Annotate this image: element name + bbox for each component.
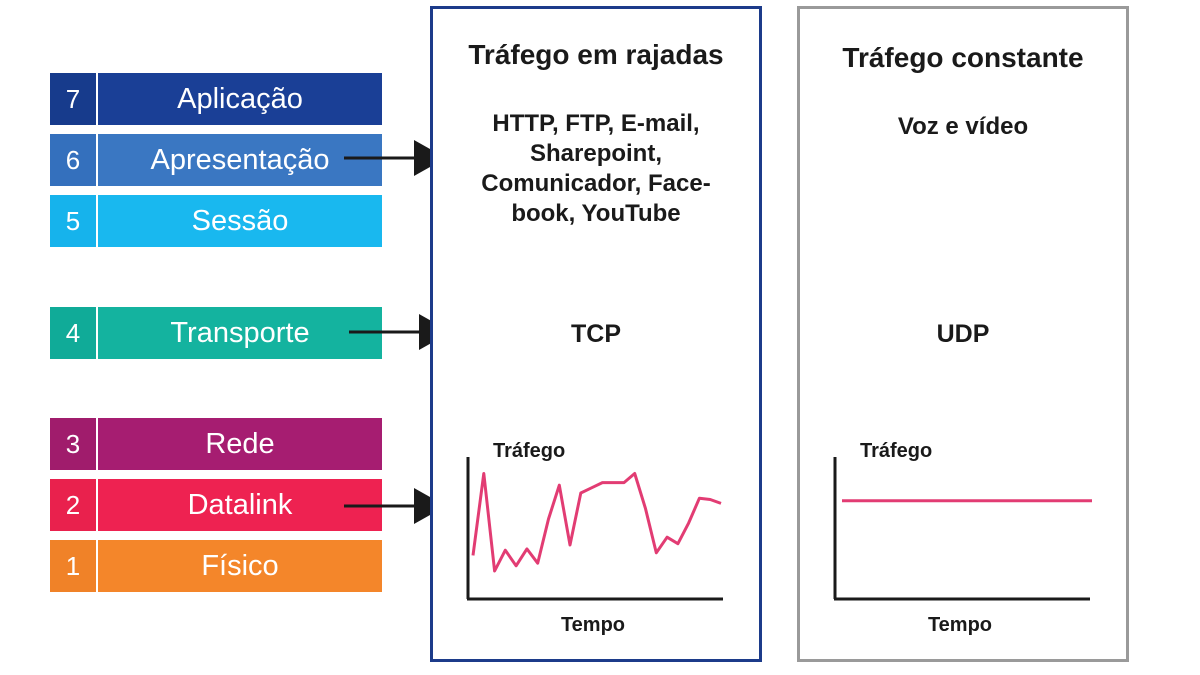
layer-name: Aplicação (98, 73, 382, 125)
application-list: HTTP, FTP, E-mail, Sharepoint, Comunicad… (433, 109, 759, 229)
burst-traffic-line (471, 472, 722, 573)
layer-name: Sessão (98, 195, 382, 247)
layer-number: 1 (50, 540, 96, 592)
layer-name: Datalink (98, 479, 382, 531)
layer-number: 7 (50, 73, 96, 125)
layer-number: 2 (50, 479, 96, 531)
constant-traffic-graph: Tráfego Tempo (833, 440, 1092, 636)
application-line: Comunicador, Face- (481, 170, 711, 197)
protocol-label: UDP (936, 320, 990, 348)
application-line: HTTP, FTP, E-mail, (492, 110, 700, 137)
application-line: Voz e vídeo (897, 113, 1029, 140)
layer-name: Rede (98, 418, 382, 470)
application-line: Sharepoint, (529, 140, 662, 167)
graph-y-label: Tráfego (860, 440, 932, 462)
graph-x-label: Tempo (928, 614, 992, 636)
graph-y-label: Tráfego (493, 440, 565, 462)
panel-title: Tráfego constante (842, 42, 1084, 73)
layer-number: 5 (50, 195, 96, 247)
application-list: Voz e vídeo (800, 112, 1126, 142)
layer-number: 3 (50, 418, 96, 470)
layer-number: 6 (50, 134, 96, 186)
layer-name: Transporte (98, 307, 382, 359)
burst-traffic-panel: Tráfego em rajadas HTTP, FTP, E-mail, Sh… (430, 6, 762, 662)
layer-number: 4 (50, 307, 96, 359)
layer-name: Apresentação (98, 134, 382, 186)
panel-title: Tráfego em rajadas (468, 39, 724, 70)
application-line: book, YouTube (511, 200, 681, 227)
graph-x-label: Tempo (561, 614, 625, 636)
constant-traffic-panel: Tráfego constante Voz e vídeo UDP Tráfeg… (797, 6, 1129, 662)
burst-traffic-graph: Tráfego Tempo (466, 440, 723, 636)
protocol-label: TCP (571, 320, 621, 348)
layer-name: Físico (98, 540, 382, 592)
